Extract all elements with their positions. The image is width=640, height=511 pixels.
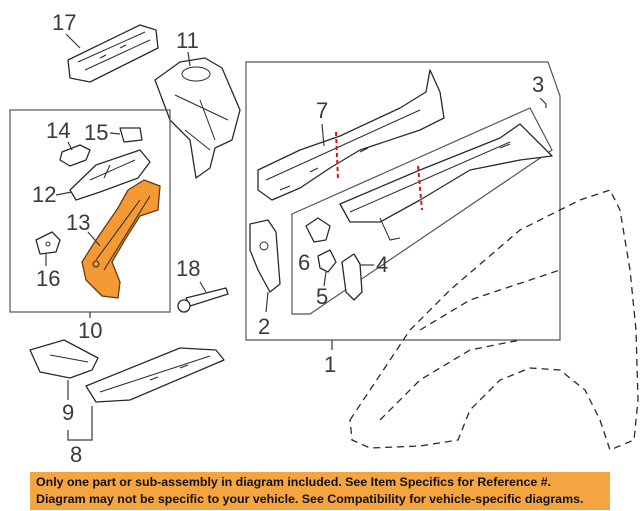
- leader-15: [109, 132, 121, 135]
- part-7-rail-assembly: [257, 69, 445, 201]
- callout-17: 17: [52, 10, 76, 35]
- cut-line-7: [335, 131, 339, 181]
- callout-16: 16: [36, 266, 60, 291]
- part-13-highlighted-extension: [81, 179, 161, 299]
- group-3-box: [291, 107, 553, 315]
- callout-10: 10: [78, 318, 102, 343]
- fender-outline: [349, 189, 639, 451]
- part-6-clip: [305, 217, 331, 243]
- group-1-box: [245, 61, 561, 341]
- callout-6: 6: [298, 250, 310, 275]
- leader-8-bracket: [67, 406, 93, 441]
- part-2-bracket: [249, 219, 281, 293]
- part-17-rail: [67, 24, 159, 83]
- part-12-panel: [69, 149, 151, 201]
- leader-3: [539, 97, 547, 108]
- part-14-bracket: [59, 144, 91, 167]
- leader-2: [265, 291, 269, 313]
- part-4-bracket: [341, 253, 363, 301]
- leader-11: [187, 51, 191, 67]
- callout-5: 5: [316, 284, 328, 309]
- leader-13: [87, 231, 101, 247]
- leader-5: [323, 271, 327, 287]
- callout-2: 2: [258, 314, 270, 339]
- cut-line-3: [417, 165, 423, 211]
- part-8-lower-rail: [85, 347, 225, 403]
- callout-4: 4: [376, 252, 388, 277]
- callout-9: 9: [62, 400, 74, 425]
- callout-8: 8: [70, 442, 82, 467]
- part-5-bracket: [317, 249, 337, 273]
- callout-11: 11: [176, 28, 199, 53]
- part-18-bolt: [177, 287, 229, 313]
- part-15-clip: [119, 127, 143, 143]
- part-9-bracket: [29, 339, 99, 379]
- notice-banner: Only one part or sub-assembly in diagram…: [30, 472, 610, 510]
- callout-13: 13: [66, 210, 90, 235]
- part-3-rail-assembly: [339, 123, 553, 241]
- leader-12: [55, 191, 73, 196]
- callout-1: 1: [324, 352, 336, 377]
- notice-line-1: Only one part or sub-assembly in diagram…: [36, 475, 552, 489]
- leader-14: [67, 141, 73, 151]
- callout-12: 12: [32, 182, 56, 207]
- callout-15: 15: [84, 120, 108, 145]
- leader-17: [65, 33, 81, 49]
- part-16-bracket: [35, 231, 61, 255]
- callout-3: 3: [532, 72, 544, 97]
- leader-18: [199, 281, 207, 293]
- callout-7: 7: [316, 98, 328, 123]
- notice-line-2: Diagram may not be specific to your vehi…: [36, 492, 584, 506]
- callout-18: 18: [176, 256, 200, 281]
- part-11-strut-tower: [154, 57, 241, 179]
- callout-14: 14: [46, 118, 70, 143]
- leader-7: [321, 123, 325, 147]
